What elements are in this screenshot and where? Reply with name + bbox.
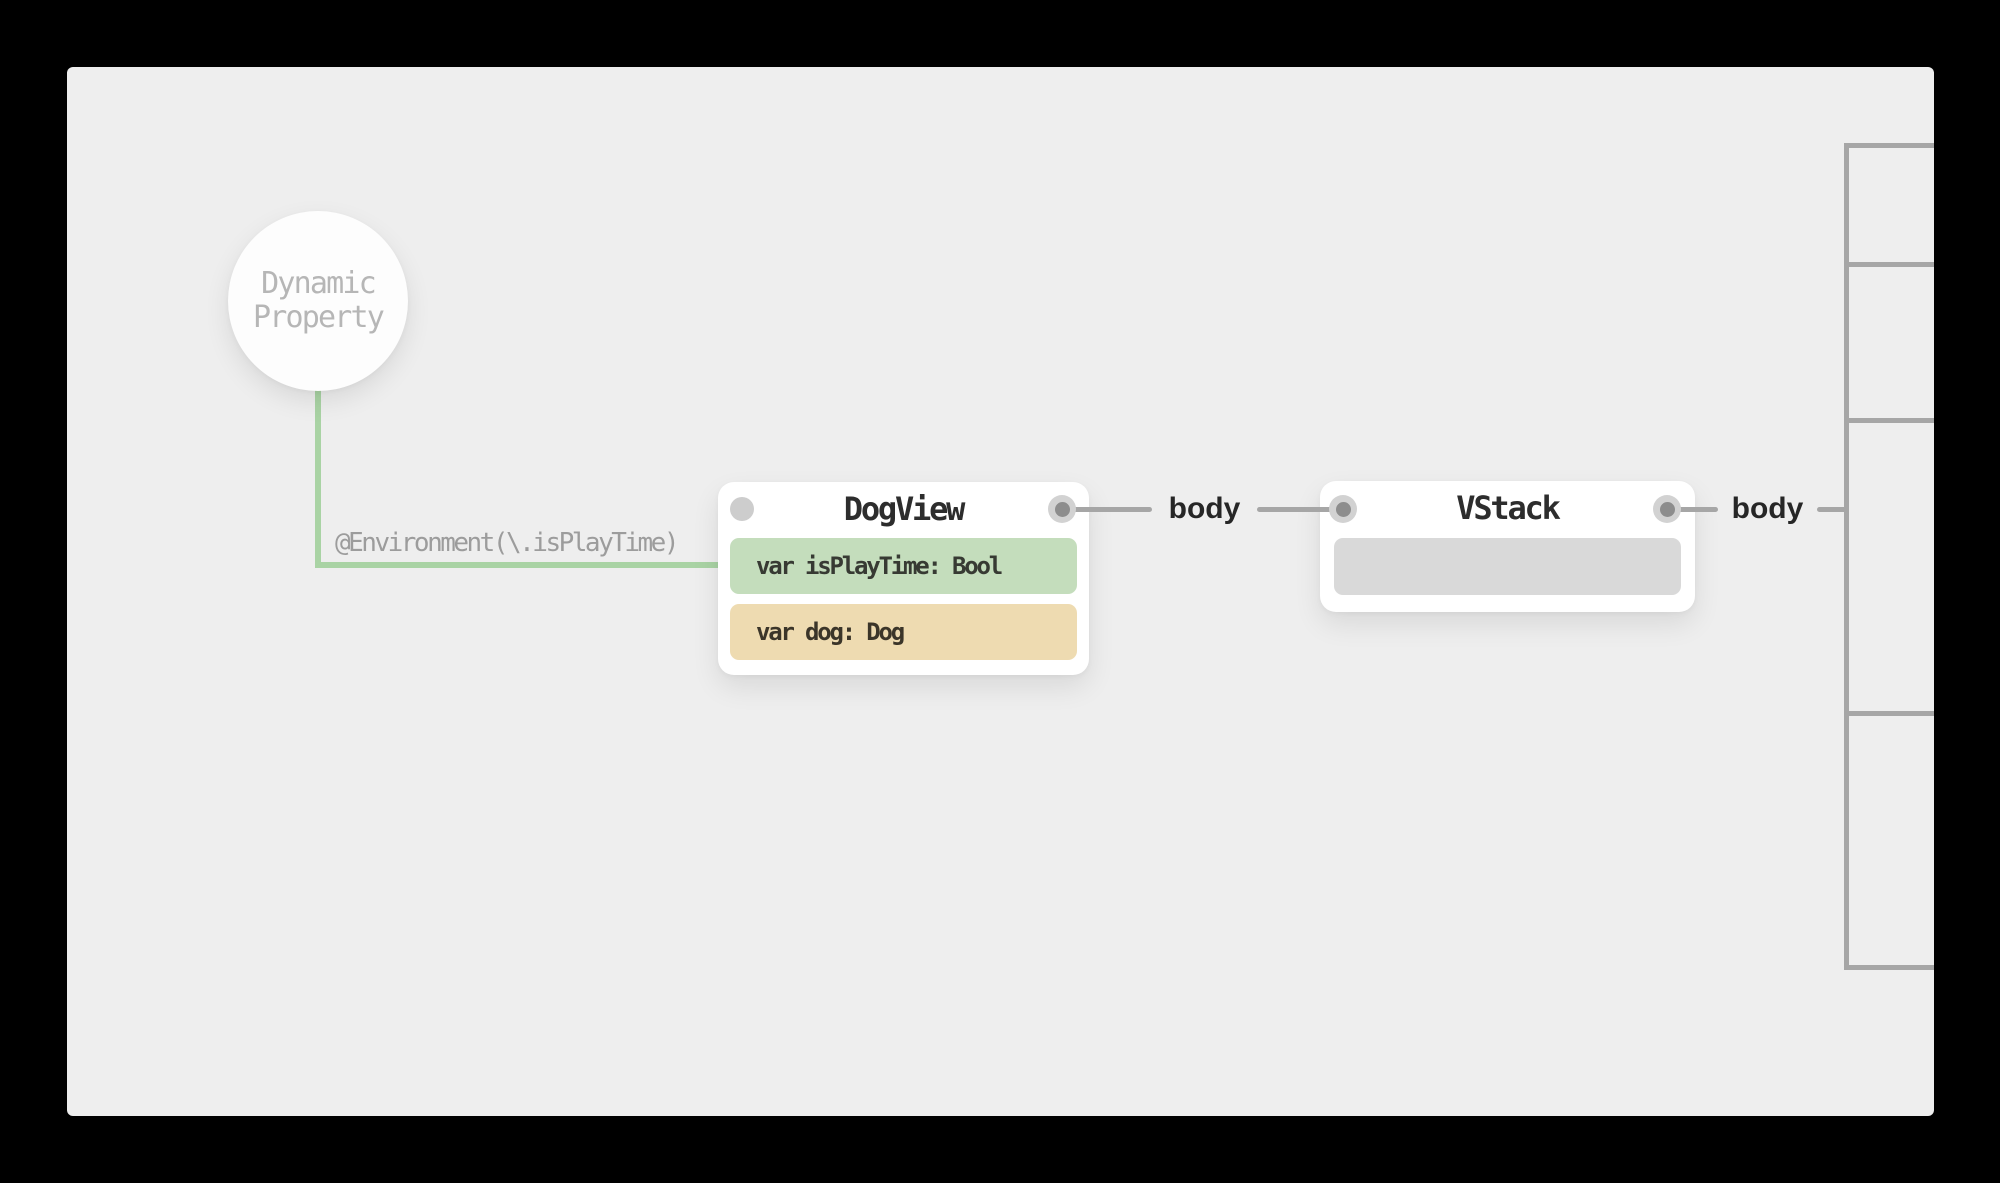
body-edge-1-segment-a xyxy=(1062,507,1152,512)
dogview-property-dog: var dog: Dog xyxy=(730,604,1077,660)
dogview-node[interactable]: DogView var isPlayTime: Bool var dog: Do… xyxy=(718,482,1089,675)
environment-edge-vertical xyxy=(315,301,321,568)
environment-annotation: @Environment(\.isPlayTime) xyxy=(335,528,680,558)
body-edge-1-segment-b xyxy=(1257,507,1343,512)
environment-edge-horizontal xyxy=(315,562,730,568)
dogview-input-port[interactable] xyxy=(730,497,754,521)
dynamic-property-label-line1: Dynamic xyxy=(261,266,377,301)
port-dot-icon xyxy=(1054,501,1070,517)
offscreen-node-left-edge xyxy=(1844,143,1849,970)
body-edge-1-label: body xyxy=(1168,492,1241,525)
offscreen-node-row-divider-2 xyxy=(1844,418,1934,423)
dynamic-property-label-line2: Property xyxy=(252,300,385,335)
port-dot-icon xyxy=(1659,501,1675,517)
body-edge-2-segment-b xyxy=(1817,507,1849,512)
body-edge-2-label: body xyxy=(1731,492,1804,525)
vstack-body-output-port[interactable] xyxy=(1653,495,1681,523)
vstack-title: VStack xyxy=(1456,489,1561,527)
dynamic-property-node[interactable]: Dynamic Property xyxy=(228,211,408,391)
vstack-node[interactable]: VStack xyxy=(1320,481,1695,612)
port-dot-icon xyxy=(1335,501,1351,517)
vstack-input-port[interactable] xyxy=(1329,495,1357,523)
vstack-content-placeholder xyxy=(1334,538,1681,595)
offscreen-node-top-edge xyxy=(1844,143,1934,148)
offscreen-node-bottom-edge xyxy=(1844,965,1934,970)
offscreen-node-row-divider-3 xyxy=(1844,711,1934,716)
dogview-property-isplaytime: var isPlayTime: Bool xyxy=(730,538,1077,594)
diagram-canvas: @Environment(\.isPlayTime) Dynamic Prope… xyxy=(67,67,1934,1116)
offscreen-node-row-divider-1 xyxy=(1844,262,1934,267)
dogview-title: DogView xyxy=(843,490,966,528)
body-edge-2-segment-a xyxy=(1667,507,1718,512)
dogview-body-output-port[interactable] xyxy=(1048,495,1076,523)
